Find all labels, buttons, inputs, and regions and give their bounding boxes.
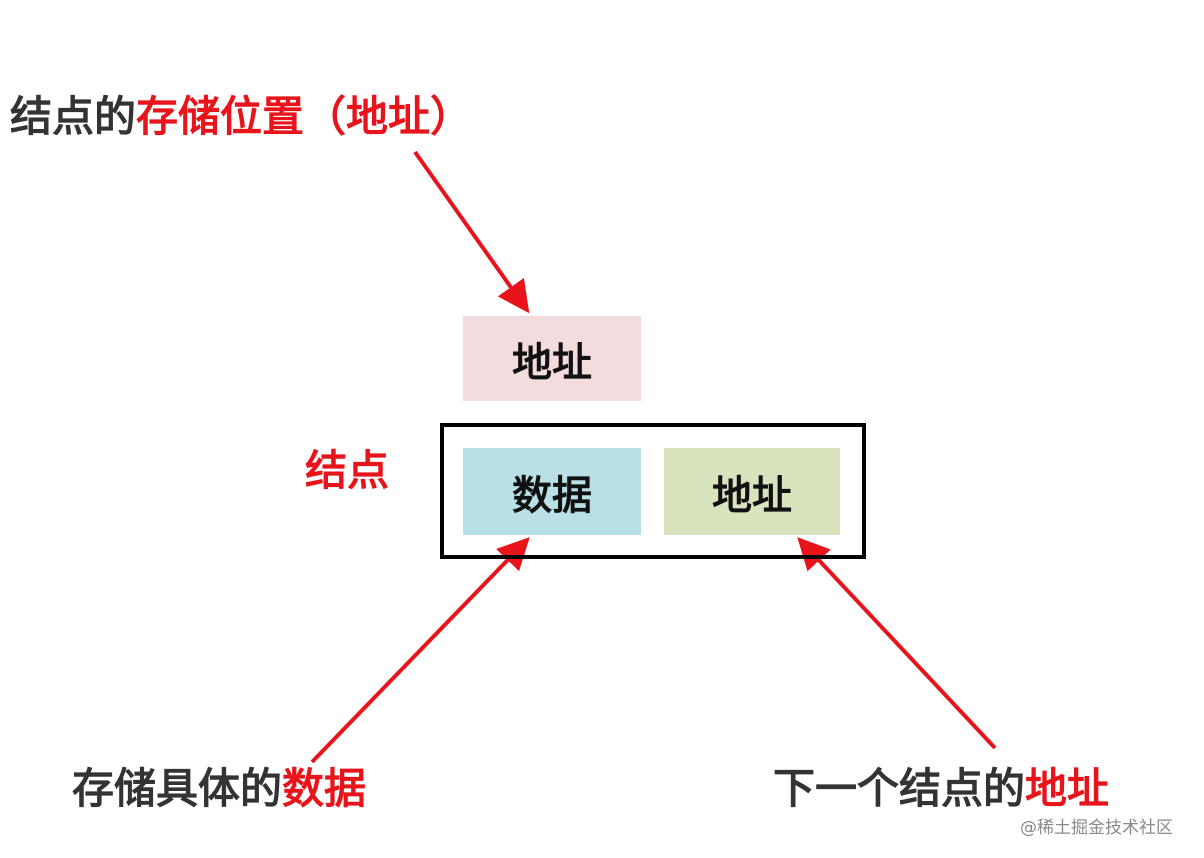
storage-location-label-prefix: 结点的 (10, 92, 137, 141)
arrow-to-data-cell (310, 537, 530, 764)
data-cell: 数据 (463, 448, 641, 535)
data-description-label-highlight: 数据 (282, 764, 367, 813)
storage-location-label: 结点的存储位置（地址） (10, 96, 472, 138)
storage-location-label-highlight: 存储位置（地址） (136, 92, 473, 141)
node-label: 结点 (305, 446, 390, 495)
next-address-cell: 地址 (664, 448, 840, 535)
node-frame (440, 423, 866, 559)
watermark: @稀土掘金技术社区 (1020, 818, 1173, 838)
address-box: 地址 (463, 316, 641, 401)
next-address-description-label-highlight: 地址 (1025, 764, 1110, 813)
next-address-description-label: 下一个结点的地址 (773, 768, 1109, 810)
data-description-label: 存储具体的数据 (72, 768, 366, 810)
next-address-description-label-prefix: 下一个结点的 (773, 764, 1026, 813)
arrow-to-next-address-cell (797, 537, 997, 750)
data-description-label-prefix: 存储具体的 (72, 764, 283, 813)
arrow-to-top-address (413, 150, 530, 314)
